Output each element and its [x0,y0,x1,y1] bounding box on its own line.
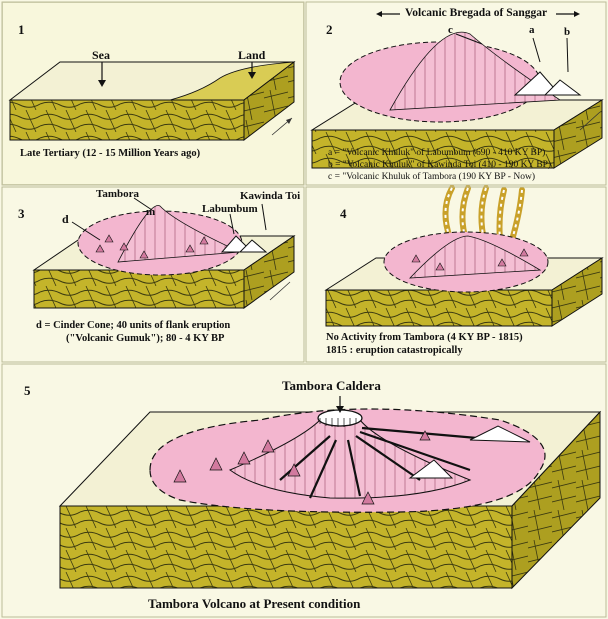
label-c: c [448,24,453,36]
legend-b: b = "Volcanic Khuluk" of Kawinda Toi (41… [328,160,551,170]
panel-4-number: 4 [340,206,347,222]
kawinda-toi-label: Kawinda Toi [240,190,300,202]
labumbum-label: Labumbum [202,203,258,215]
panel-4-caption-1: No Activity from Tambora (4 KY BP - 1815… [326,332,523,343]
label-b: b [564,26,570,38]
panel-5-caption: Tambora Volcano at Present condition [148,596,360,612]
panel-4-block [326,188,602,326]
label-m: m [146,206,155,218]
tambora-label: Tambora [96,188,139,200]
legend-c: c = "Volcanic Khuluk of Tambora (190 KY … [328,172,535,182]
panel-2-block [312,11,602,168]
panel-3-number: 3 [18,206,25,222]
panel-5-block [60,396,600,588]
panel-4-caption-2: 1815 : eruption catastropically [326,345,463,356]
panel-3-caption-1: d = Cinder Cone; 40 units of flank erupt… [36,320,230,331]
panel-5-number: 5 [24,383,31,399]
legend-a: a = "Volcanic Khuluk" of Labumbum (690 -… [328,148,545,158]
panel-3-caption-2: ("Volcanic Gumuk"); 80 - 4 KY BP [66,333,224,344]
panel-2-title: Volcanic Bregada of Sanggar [405,7,547,19]
panel-1-block [10,62,294,140]
label-d: d [62,212,69,227]
caldera-label: Tambora Caldera [282,378,381,394]
panel-2-number: 2 [326,22,333,38]
label-a: a [529,24,535,36]
